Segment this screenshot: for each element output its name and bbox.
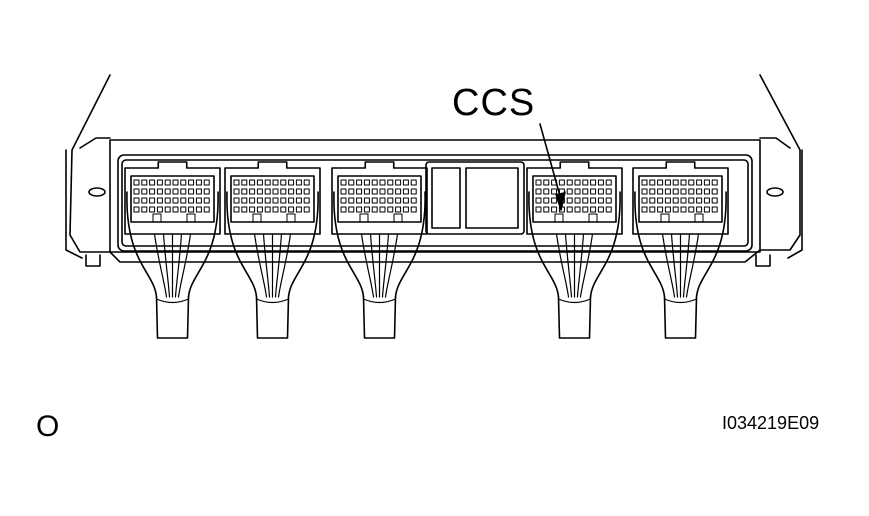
harness-2 xyxy=(227,192,318,338)
connector-2 xyxy=(225,162,320,234)
figure-id: I034219E09 xyxy=(722,413,820,433)
harness-3 xyxy=(334,192,425,338)
center-port xyxy=(426,162,524,234)
connector-3 xyxy=(332,162,427,234)
connector-5 xyxy=(633,162,728,234)
connector-row xyxy=(125,162,728,338)
connector-1 xyxy=(125,162,220,234)
connector-4 xyxy=(527,162,622,234)
ecu-housing xyxy=(66,75,802,266)
corner-mark: O xyxy=(36,410,60,443)
ccs-leader-arrow xyxy=(540,124,565,210)
harness-5 xyxy=(635,192,726,338)
harness-1 xyxy=(127,192,218,338)
harness-4 xyxy=(529,192,620,338)
ccs-callout-label: CCS xyxy=(452,82,536,124)
